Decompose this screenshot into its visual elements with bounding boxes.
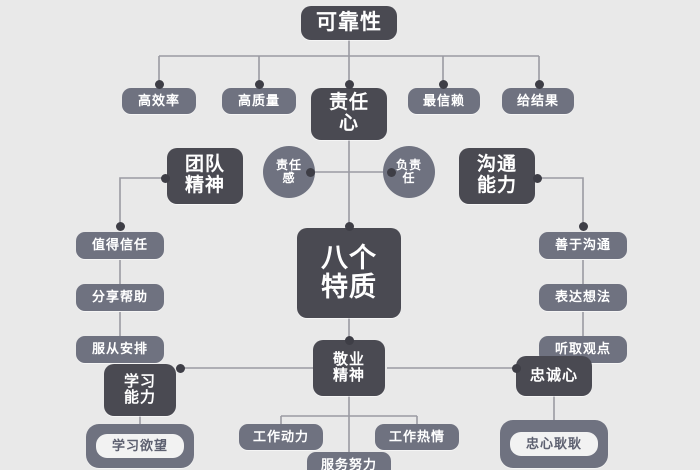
node-trustworthy[interactable]: 值得信任 <box>76 232 164 259</box>
capsule-learning-desire: 学习欲望 <box>86 424 194 468</box>
capsule-utterly-loyal: 忠心耿耿 <box>500 420 608 468</box>
node-follow-arrangements[interactable]: 服从安排 <box>76 336 164 363</box>
connector-dot <box>512 364 521 373</box>
node-most-trusted[interactable]: 最信赖 <box>408 88 480 114</box>
node-work-enthusiasm[interactable]: 工作热情 <box>375 424 459 450</box>
connector-dot <box>579 222 588 231</box>
node-team-spirit[interactable]: 团队 精神 <box>167 148 243 204</box>
node-communication-ability[interactable]: 沟通 能力 <box>459 148 535 204</box>
connector-dot <box>345 222 354 231</box>
node-learning-ability[interactable]: 学习 能力 <box>104 364 176 416</box>
node-high-quality[interactable]: 高质量 <box>222 88 296 114</box>
node-work-motivation[interactable]: 工作动力 <box>239 424 323 450</box>
connector-dot <box>533 174 542 183</box>
node-eight-traits[interactable]: 八个 特质 <box>297 228 401 318</box>
connector-dot <box>116 222 125 231</box>
connector-dot <box>161 174 170 183</box>
connector-dot <box>535 80 544 89</box>
node-express-ideas[interactable]: 表达想法 <box>539 284 627 311</box>
connector-dot <box>387 168 396 177</box>
connector-dot <box>155 80 164 89</box>
node-utterly-loyal[interactable]: 忠心耿耿 <box>510 432 598 456</box>
connector-dot <box>176 364 185 373</box>
node-loyalty[interactable]: 忠诚心 <box>516 356 592 396</box>
node-deliver-results[interactable]: 给结果 <box>502 88 574 114</box>
connector-dot <box>255 80 264 89</box>
node-share-and-help[interactable]: 分享帮助 <box>76 284 164 311</box>
node-good-at-communicating[interactable]: 善于沟通 <box>539 232 627 259</box>
node-desire-to-learn[interactable]: 学习欲望 <box>96 434 184 458</box>
connector-dot <box>345 80 354 89</box>
node-professional-dedication[interactable]: 敬业 精神 <box>313 340 385 396</box>
node-service-effort[interactable]: 服务努力 <box>307 452 391 470</box>
connector-dot <box>439 80 448 89</box>
node-root[interactable]: 可靠性 <box>301 6 397 40</box>
connector-dot <box>345 336 354 345</box>
node-responsibility[interactable]: 责任 心 <box>311 88 387 140</box>
connector-dot <box>306 168 315 177</box>
node-high-efficiency[interactable]: 高效率 <box>122 88 196 114</box>
